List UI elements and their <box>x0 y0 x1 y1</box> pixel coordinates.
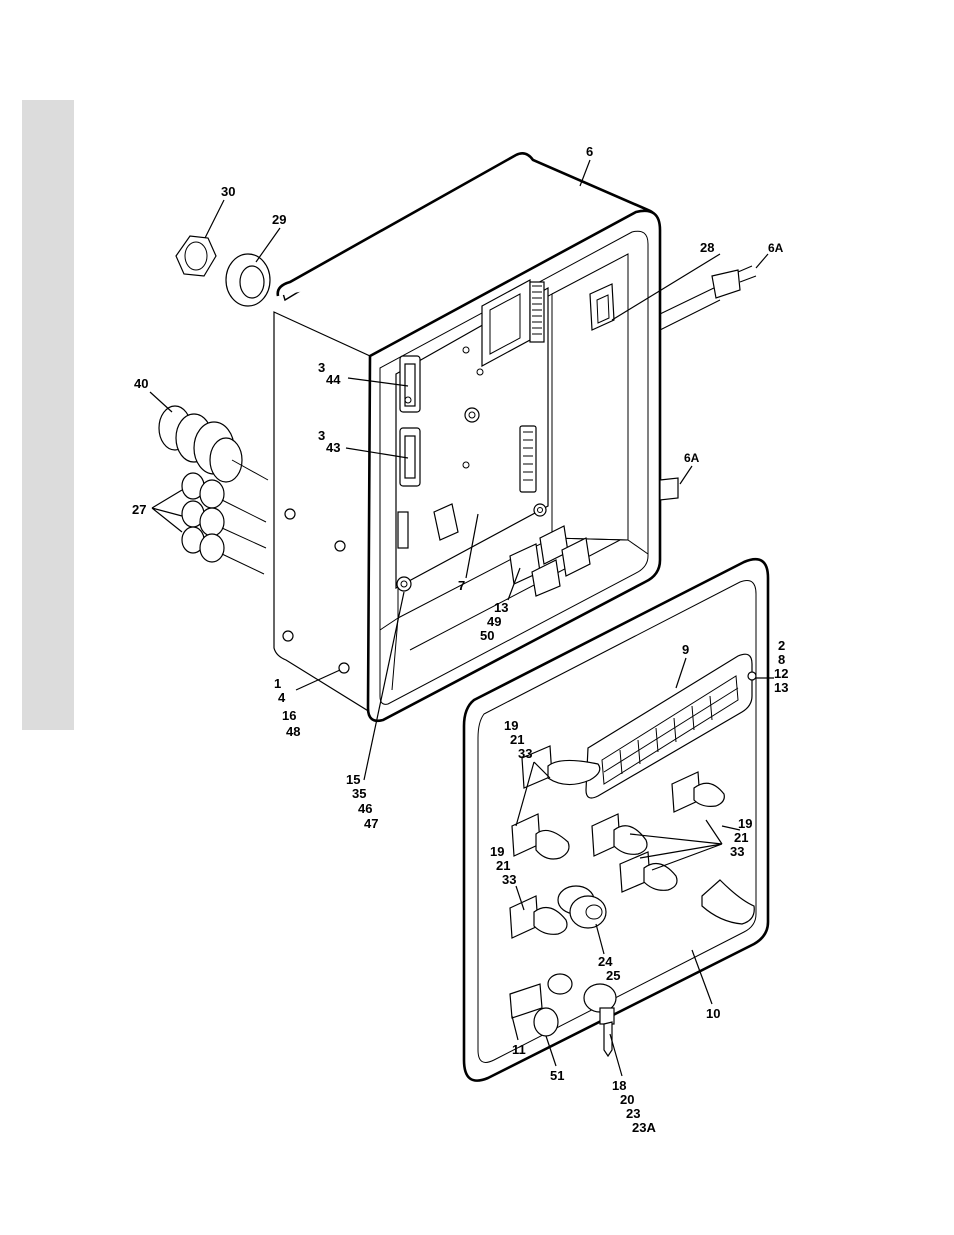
callout-19-c: 19 <box>490 844 504 859</box>
callout-21-b: 21 <box>734 830 748 845</box>
callout-19-b: 19 <box>738 816 752 831</box>
callout-49: 49 <box>487 614 501 629</box>
callout-6: 6 <box>586 144 593 159</box>
callout-33-c: 33 <box>502 872 516 887</box>
callout-19-a: 19 <box>504 718 518 733</box>
callout-2: 2 <box>778 638 785 653</box>
callout-11: 11 <box>512 1042 526 1057</box>
callout-3-a: 3 <box>318 360 325 375</box>
callout-4: 4 <box>278 690 286 705</box>
callout-29: 29 <box>272 212 286 227</box>
callout-23a: 23A <box>632 1120 656 1135</box>
callout-35: 35 <box>352 786 366 801</box>
callout-46: 46 <box>358 801 372 816</box>
callout-44: 44 <box>326 372 341 387</box>
callout-51: 51 <box>550 1068 564 1083</box>
callout-40: 40 <box>134 376 148 391</box>
callout-28: 28 <box>700 240 714 255</box>
callout-13-b: 13 <box>774 680 788 695</box>
callout-20: 20 <box>620 1092 634 1107</box>
callout-47: 47 <box>364 816 378 831</box>
callout-50: 50 <box>480 628 494 643</box>
callout-48: 48 <box>286 724 300 739</box>
callout-21-c: 21 <box>496 858 510 873</box>
callout-43: 43 <box>326 440 340 455</box>
callout-6a-mid: 6A <box>684 451 700 465</box>
callout-7: 7 <box>458 578 465 593</box>
callout-10: 10 <box>706 1006 720 1021</box>
callout-33-b: 33 <box>730 844 744 859</box>
callout-12: 12 <box>774 666 788 681</box>
loose-parts <box>159 236 270 574</box>
callout-25: 25 <box>606 968 620 983</box>
callout-13-a: 13 <box>494 600 508 615</box>
callout-24: 24 <box>598 954 613 969</box>
callout-33-a: 33 <box>518 746 532 761</box>
callout-18: 18 <box>612 1078 626 1093</box>
callout-27: 27 <box>132 502 146 517</box>
callout-21-a: 21 <box>510 732 524 747</box>
callout-8: 8 <box>778 652 785 667</box>
callout-16: 16 <box>282 708 296 723</box>
callout-30: 30 <box>221 184 235 199</box>
callout-3-b: 3 <box>318 428 325 443</box>
callout-6a-top: 6A <box>768 241 784 255</box>
callout-15: 15 <box>346 772 360 787</box>
callout-23: 23 <box>626 1106 640 1121</box>
callout-9: 9 <box>682 642 689 657</box>
callout-1: 1 <box>274 676 281 691</box>
